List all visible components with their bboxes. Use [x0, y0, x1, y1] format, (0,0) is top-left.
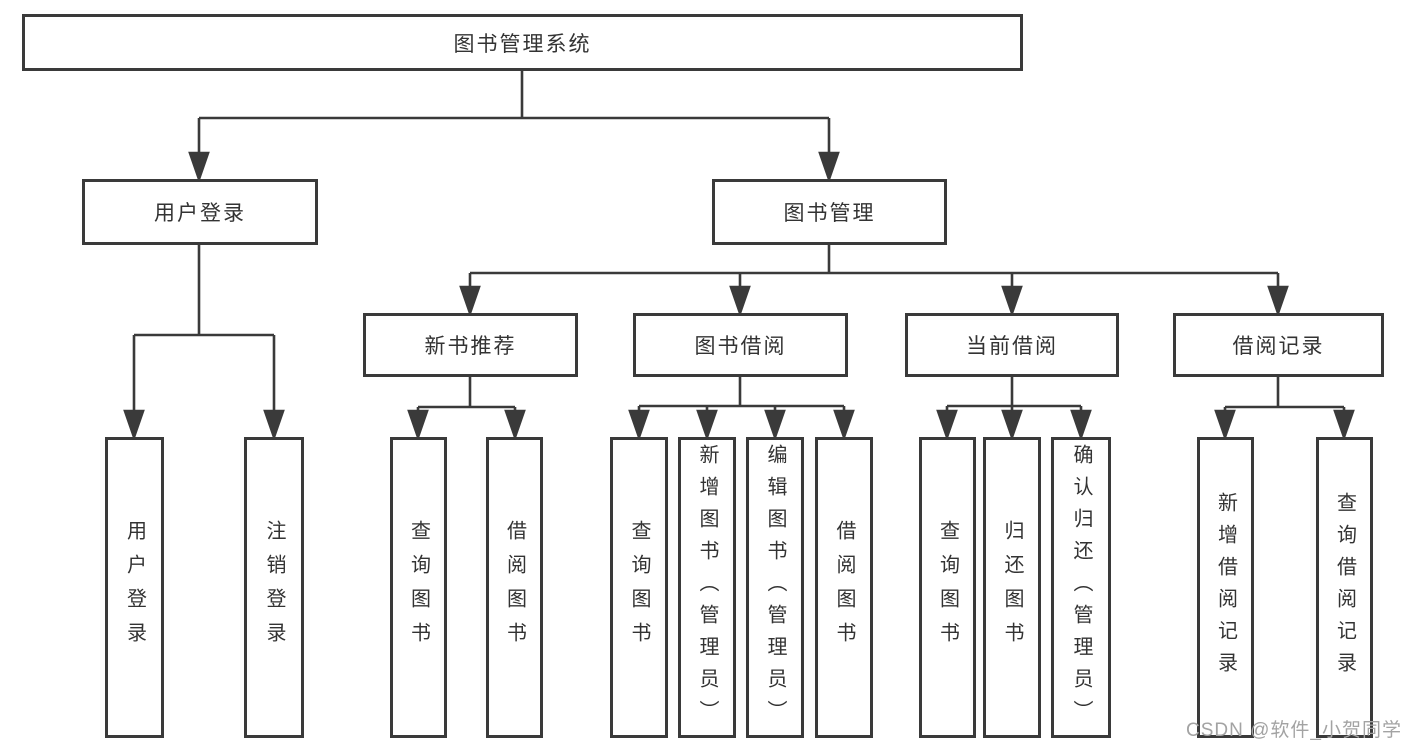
- leaf-label: 新增借阅记录: [1214, 491, 1237, 684]
- node-new-book-rec-label: 新书推荐: [424, 335, 517, 358]
- node-book-borrow: 图书借阅: [633, 313, 848, 377]
- leaf-label: 用户登录: [123, 519, 146, 656]
- node-leaf-add-borrow-record: 新增借阅记录: [1197, 437, 1254, 738]
- connector-user-login-children: [132, 245, 276, 412]
- node-leaf-query-books-2: 查询图书: [610, 437, 668, 738]
- node-book-mgmt-label: 图书管理: [783, 202, 876, 225]
- node-new-book-rec: 新书推荐: [363, 313, 578, 377]
- leaf-label: 编辑图书（管理员）: [764, 443, 786, 732]
- csdn-watermark: CSDN @软件_小贺同学: [1186, 720, 1402, 741]
- arrowhead-leaf: [833, 409, 855, 441]
- arrowhead-leaf: [764, 409, 786, 441]
- arrowhead-leaf: [504, 409, 526, 441]
- node-leaf-user-login: 用户登录: [105, 437, 164, 738]
- arrowhead-to-leaf-user-login: [123, 409, 145, 441]
- leaf-label: 注销登录: [263, 519, 285, 656]
- node-user-login: 用户登录: [82, 179, 318, 245]
- arrowhead-leaf: [1070, 409, 1092, 441]
- node-leaf-query-books-3: 查询图书: [919, 437, 976, 738]
- node-current-borrow: 当前借阅: [905, 313, 1119, 377]
- arrowhead-leaf: [628, 409, 650, 441]
- leaf-label: 查询图书: [407, 519, 430, 656]
- arrowhead-to-new-book-rec: [459, 285, 481, 317]
- node-borrow-records: 借阅记录: [1173, 313, 1384, 377]
- node-leaf-add-books-admin: 新增图书（管理员）: [678, 437, 736, 738]
- node-book-borrow-label: 图书借阅: [694, 335, 787, 358]
- arrowhead-leaf: [936, 409, 958, 441]
- node-leaf-confirm-return-admin: 确认归还（管理员）: [1051, 437, 1111, 738]
- node-root-label: 图书管理系统: [453, 32, 592, 56]
- arrowhead-to-book-borrow: [729, 285, 751, 317]
- connector-book-borrow-children: [637, 377, 846, 412]
- connector-book-mgmt-children: [468, 245, 1280, 288]
- leaf-label: 归还图书: [1001, 519, 1023, 656]
- node-leaf-edit-books-admin: 编辑图书（管理员）: [746, 437, 804, 738]
- node-leaf-logout: 注销登录: [244, 437, 304, 738]
- arrowhead-to-user-login: [188, 151, 210, 183]
- arrowhead-leaf: [696, 409, 718, 441]
- arrowhead-to-current-borrow: [1001, 285, 1023, 317]
- arrowhead-leaf: [1333, 409, 1355, 441]
- leaf-label: 借阅图书: [503, 519, 526, 656]
- node-current-borrow-label: 当前借阅: [966, 335, 1058, 358]
- leaf-label: 借阅图书: [833, 519, 855, 656]
- node-leaf-query-books-1: 查询图书: [390, 437, 447, 738]
- node-user-login-label: 用户登录: [154, 202, 246, 225]
- leaf-label: 新增图书（管理员）: [696, 443, 718, 732]
- arrowhead-leaf: [1214, 409, 1236, 441]
- connector-root-to-level2: [197, 71, 831, 154]
- leaf-label: 查询图书: [628, 519, 650, 656]
- leaf-label: 查询借阅记录: [1333, 491, 1356, 684]
- node-book-mgmt: 图书管理: [712, 179, 947, 245]
- connector-borrow-records-children: [1223, 377, 1346, 412]
- connector-current-borrow-children: [945, 377, 1083, 412]
- connector-new-book-rec-children: [416, 377, 517, 412]
- arrowhead-to-leaf-logout: [263, 409, 285, 441]
- leaf-label: 确认归还（管理员）: [1070, 443, 1092, 732]
- arrowhead-to-borrow-records: [1267, 285, 1289, 317]
- arrowhead-leaf: [1001, 409, 1023, 441]
- node-borrow-records-label: 借阅记录: [1232, 335, 1325, 358]
- leaf-label: 查询图书: [936, 519, 959, 656]
- node-root: 图书管理系统: [22, 14, 1023, 71]
- node-leaf-borrow-books-2: 借阅图书: [815, 437, 873, 738]
- arrowhead-leaf: [407, 409, 429, 441]
- arrowhead-to-book-mgmt: [818, 151, 840, 183]
- node-leaf-return-books: 归还图书: [983, 437, 1041, 738]
- node-leaf-borrow-books-1: 借阅图书: [486, 437, 543, 738]
- node-leaf-query-borrow-record: 查询借阅记录: [1316, 437, 1373, 738]
